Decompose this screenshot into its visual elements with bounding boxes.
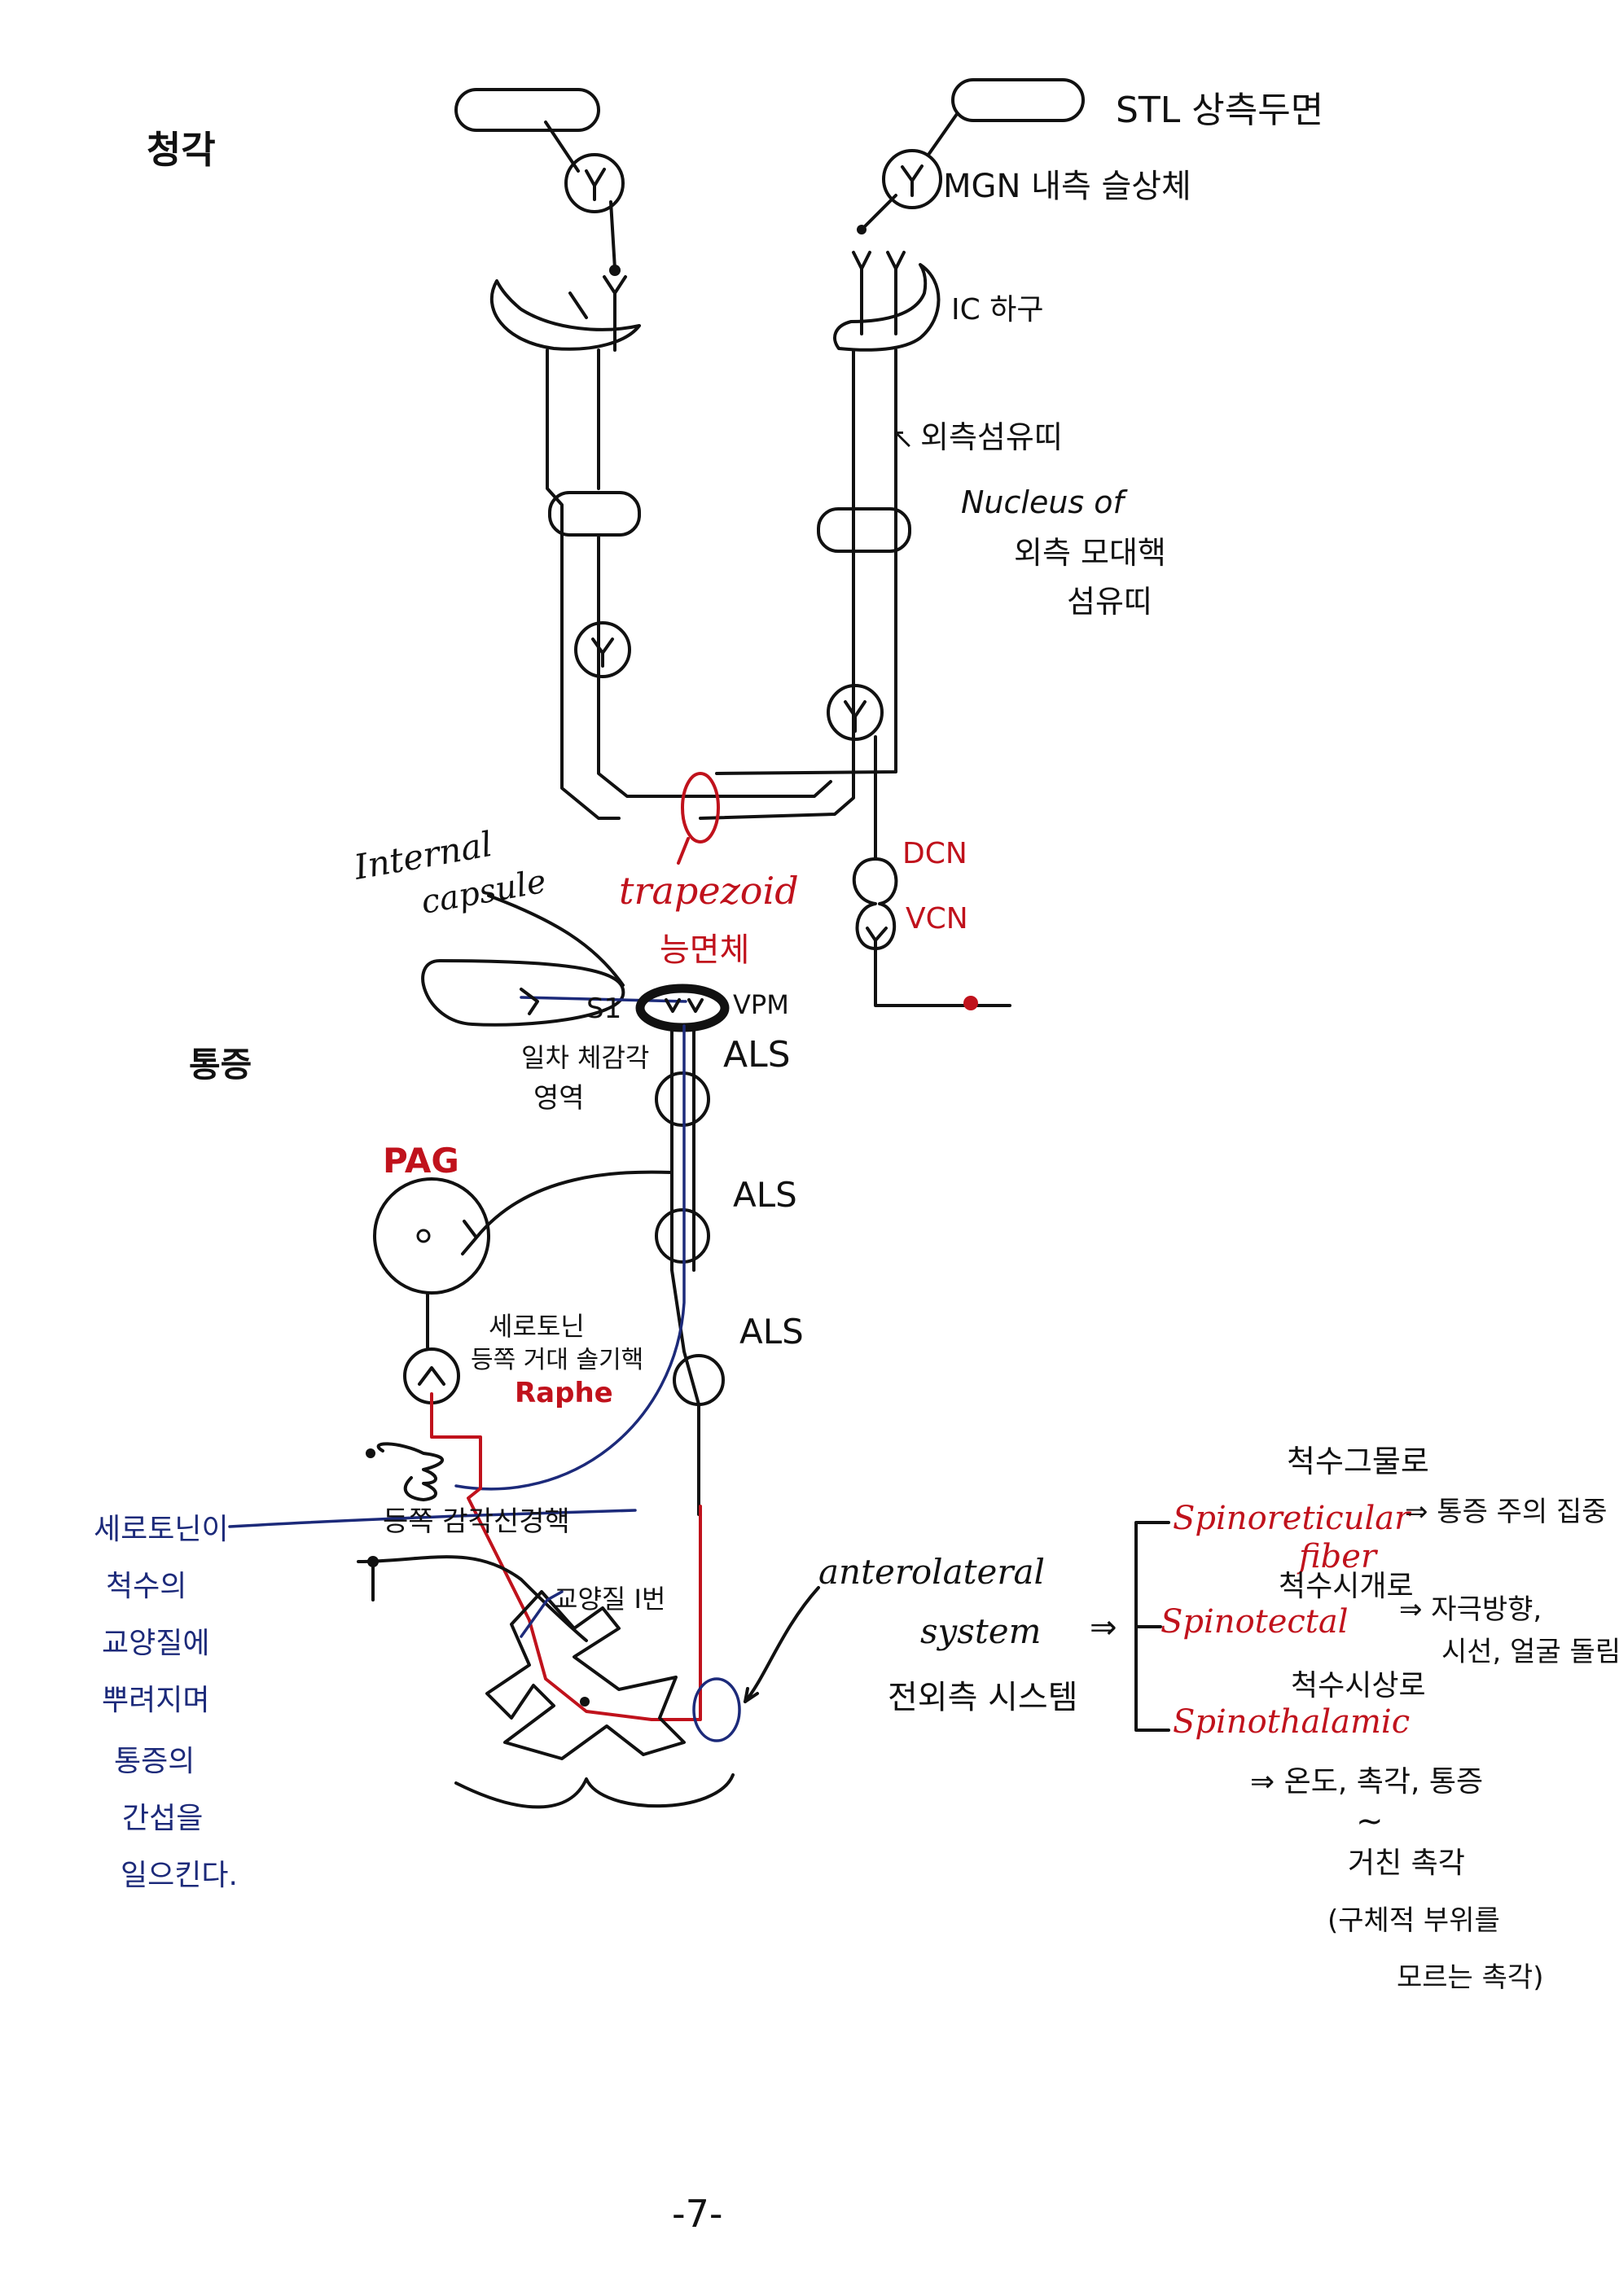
label-raphe-2: 등쪽 거대 솔기핵 — [471, 1346, 643, 1374]
tectal-desc-1: ⇒ 자극방향, — [1399, 1593, 1542, 1626]
thalamic-desc: ⇒ 온도, 촉각, 통증 — [1250, 1765, 1483, 1799]
tectal-desc-2: 시선, 얼굴 돌림 — [1441, 1636, 1619, 1668]
trapezoid-body — [681, 772, 720, 843]
note-line-1: 세로토닌이 — [94, 1513, 229, 1546]
thalamic-en: Spinothalamic — [1173, 1703, 1410, 1741]
left-inferior-colliculus — [489, 279, 641, 351]
als-circle-2 — [655, 1208, 710, 1264]
label-als-2: ALS — [733, 1175, 797, 1215]
section-label-hearing: 청각 — [147, 128, 216, 172]
dorsal-root-coil — [376, 1442, 445, 1501]
als-arrow: ⇒ — [1090, 1609, 1117, 1646]
left-mgn-nucleus — [564, 153, 625, 213]
right-auditory-cortex — [951, 78, 1085, 122]
label-raphe-1: 세로토닌 — [489, 1311, 585, 1342]
crude-1: 거친 촉각 — [1348, 1847, 1465, 1880]
crude-2: (구체적 부위를 — [1327, 1904, 1500, 1937]
als-title-kr: 전외측 시스템 — [888, 1679, 1078, 1716]
left-synapse-dot — [609, 265, 621, 276]
section-label-pain: 통증 — [189, 1045, 252, 1084]
right-inferior-colliculus — [833, 263, 941, 352]
als-title-en-1: anterolateral — [818, 1552, 1045, 1592]
note-line-2: 척수의 — [106, 1570, 186, 1603]
als-title-en-2: system — [920, 1611, 1041, 1651]
label-vpm: VPM — [733, 989, 789, 1020]
label-mgn: MGN 내측 슬상체 — [943, 168, 1191, 205]
tectal-kr: 척수시개로 — [1279, 1570, 1414, 1603]
page-number: -7- — [672, 2192, 722, 2236]
label-s1: S1 — [586, 992, 621, 1025]
reticular-en: Spinoreticular — [1173, 1500, 1412, 1537]
reticular-kr: 척수그물로 — [1287, 1444, 1429, 1479]
left-lemniscus-nucleus — [548, 491, 641, 537]
label-drg: 등쪽 감각신경핵 — [383, 1505, 570, 1538]
pain-pathway: Internal capsule S1 VPM 일차 체감각 영역 ALS AL… — [228, 824, 820, 1809]
reticular-en-2: fiber — [1297, 1538, 1379, 1575]
label-raphe-en: Raphe — [515, 1377, 613, 1409]
label-ganglion: 교양질 I번 — [554, 1584, 665, 1615]
s1-cortex — [421, 959, 625, 1027]
cochlea-dot — [963, 996, 978, 1010]
label-dcn: DCN — [902, 837, 967, 870]
label-nucleus-1: Nucleus of — [961, 484, 1129, 520]
label-vcn: VCN — [906, 902, 968, 935]
thalamic-kr: 척수시상로 — [1291, 1669, 1426, 1702]
vpm-nucleus — [635, 984, 730, 1032]
label-als-3: ALS — [739, 1312, 804, 1352]
anterolateral-tract — [692, 1677, 741, 1742]
label-somato-2: 영역 — [533, 1082, 585, 1115]
left-olive-nucleus — [574, 621, 631, 678]
label-nucleus-3: 섬유띠 — [1067, 584, 1152, 620]
label-stl: STL 상측두면 — [1116, 90, 1323, 131]
label-trapezoid: trapezoid — [619, 869, 799, 913]
label-somato-1: 일차 체감각 — [521, 1042, 649, 1073]
reticular-desc: ⇒ 통증 주의 집중 — [1405, 1496, 1608, 1528]
auditory-pathway: STL 상측두면 MGN 내측 슬상체 IC 하구 ↖ 외측섬유띠 Nucleu… — [454, 78, 1323, 1010]
note-line-7: 일으킨다. — [121, 1859, 238, 1892]
label-ic: IC 하구 — [951, 293, 1043, 326]
label-als-1: ALS — [723, 1034, 791, 1076]
right-mgn-nucleus — [882, 149, 942, 209]
anterolateral-notes: anterolateral system 전외측 시스템 ⇒ 척수그물로 Spi… — [818, 1444, 1619, 1994]
left-auditory-cortex — [454, 88, 600, 132]
tectal-en: Spinotectal — [1161, 1603, 1349, 1641]
arrow-lateral-lemniscus: ↖ — [891, 423, 915, 455]
right-olive-nucleus — [827, 684, 884, 741]
right-lemniscus-nucleus — [817, 507, 911, 553]
note-line-6: 간섭을 — [122, 1802, 203, 1835]
label-lateral-lemniscus: 외측섬유띠 — [920, 419, 1063, 455]
als-circle-1 — [655, 1071, 710, 1127]
label-pag: PAG — [383, 1141, 459, 1181]
crude-3: 모르는 촉각) — [1397, 1961, 1543, 1994]
note-line-3: 교양질에 — [102, 1627, 209, 1660]
cochlear-nucleus — [852, 857, 898, 950]
label-trapezoid-kr: 능면체 — [660, 931, 749, 969]
spinal-cord-grey-matter — [485, 1590, 686, 1760]
right-synapse-dot — [857, 225, 867, 234]
note-line-5: 통증의 — [114, 1745, 195, 1778]
als-circle-3 — [673, 1354, 725, 1406]
pag-nucleus — [373, 1177, 490, 1295]
label-nucleus-2: 외측 모대핵 — [1014, 535, 1166, 571]
serotonin-note: 세로토닌이 척수의 교양질에 뿌려지며 통증의 간섭을 일으킨다. — [94, 1513, 238, 1892]
note-line-4: 뿌려지며 — [102, 1684, 209, 1717]
tilde: ~ — [1356, 1803, 1384, 1840]
